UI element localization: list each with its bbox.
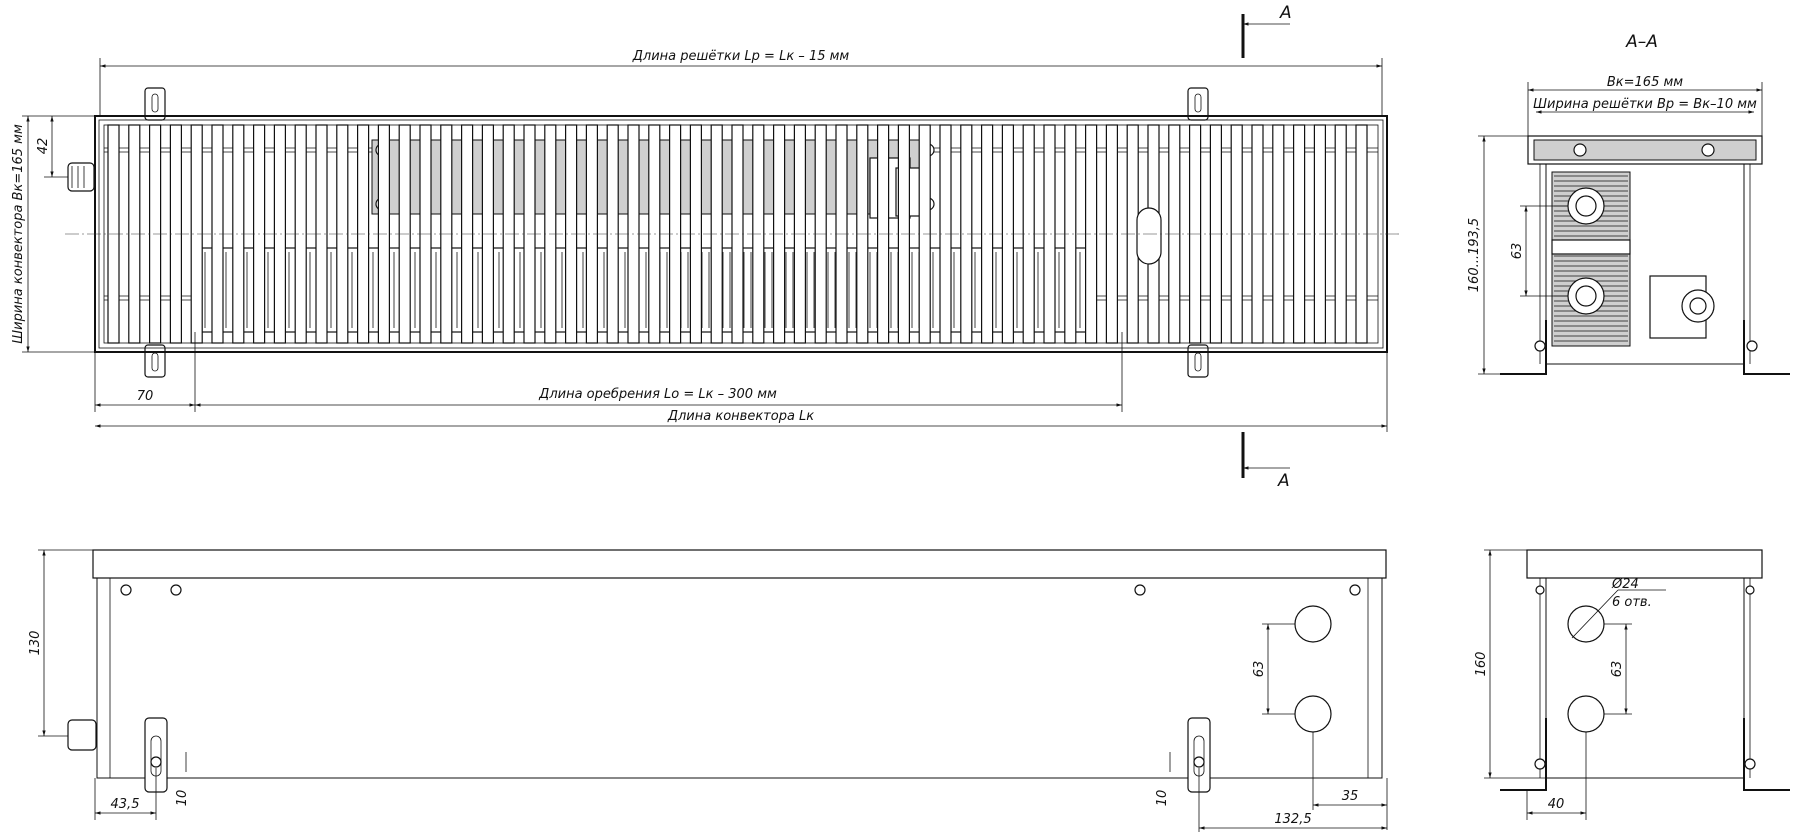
side-dim-160: 160 bbox=[1474, 652, 1489, 677]
front-dim-130: 130 bbox=[28, 631, 43, 656]
side-dim-40: 40 bbox=[1548, 797, 1565, 812]
connection-holes-side bbox=[1567, 605, 1605, 733]
hole-count-label: 6 отв. bbox=[1612, 595, 1652, 610]
section-mark-bottom: А bbox=[1241, 432, 1290, 491]
dim-42: 42 bbox=[36, 138, 51, 155]
front-dim-10-right: 10 bbox=[1155, 790, 1170, 807]
svg-text:А: А bbox=[1277, 471, 1290, 491]
side-grille-top bbox=[1526, 549, 1763, 579]
front-view: 130 63 43,5 10 10 35 132,5 bbox=[28, 549, 1388, 832]
section-height-label: 160...193,5 bbox=[1467, 218, 1482, 292]
front-grille-top bbox=[92, 549, 1387, 579]
side-dim-63: 63 bbox=[1610, 661, 1625, 678]
front-dim-132-5: 132,5 bbox=[1274, 812, 1311, 827]
convector-width-label: Ширина конвектора Вк=165 мм bbox=[11, 124, 26, 344]
inlet-fitting bbox=[67, 162, 95, 192]
convector-box-section bbox=[1545, 163, 1745, 365]
front-body bbox=[96, 577, 1383, 779]
side-view: Ø24 6 отв. 63 160 40 bbox=[1474, 549, 1790, 820]
section-dim-63: 63 bbox=[1510, 243, 1525, 260]
front-screws bbox=[120, 584, 1361, 596]
fin-length-label: Длина оребрения Lо = Lк – 300 мм bbox=[538, 387, 777, 402]
section-width-label: Вк=165 мм bbox=[1607, 75, 1683, 90]
dim-70: 70 bbox=[137, 389, 154, 404]
front-dim-10-left: 10 bbox=[175, 790, 190, 807]
section-view: А–А Вк=165 мм Ширина решётки Вр = Вк–10 … bbox=[1467, 32, 1790, 375]
section-label: А–А bbox=[1625, 32, 1658, 52]
convector-length-label: Длина конвектора Lк bbox=[667, 409, 814, 424]
grille-width-label: Ширина решётки Вр = Вк–10 мм bbox=[1533, 97, 1757, 112]
grille-length-label: Длина решётки Lр = Lк – 15 мм bbox=[632, 49, 850, 64]
section-mark-top: А bbox=[1241, 3, 1292, 58]
connection-holes-front bbox=[1294, 605, 1332, 733]
svg-text:А: А bbox=[1279, 3, 1292, 23]
hole-diameter-label: Ø24 bbox=[1611, 577, 1639, 592]
side-body bbox=[1545, 577, 1745, 779]
drain-slot bbox=[1136, 207, 1162, 265]
front-dim-63: 63 bbox=[1252, 661, 1267, 678]
top-view: Длина решётки Lр = Lк – 15 мм Ширина кон… bbox=[11, 3, 1400, 491]
front-dim-43-5: 43,5 bbox=[111, 797, 140, 812]
front-dim-35: 35 bbox=[1342, 789, 1359, 804]
heat-exchanger bbox=[194, 247, 1096, 333]
